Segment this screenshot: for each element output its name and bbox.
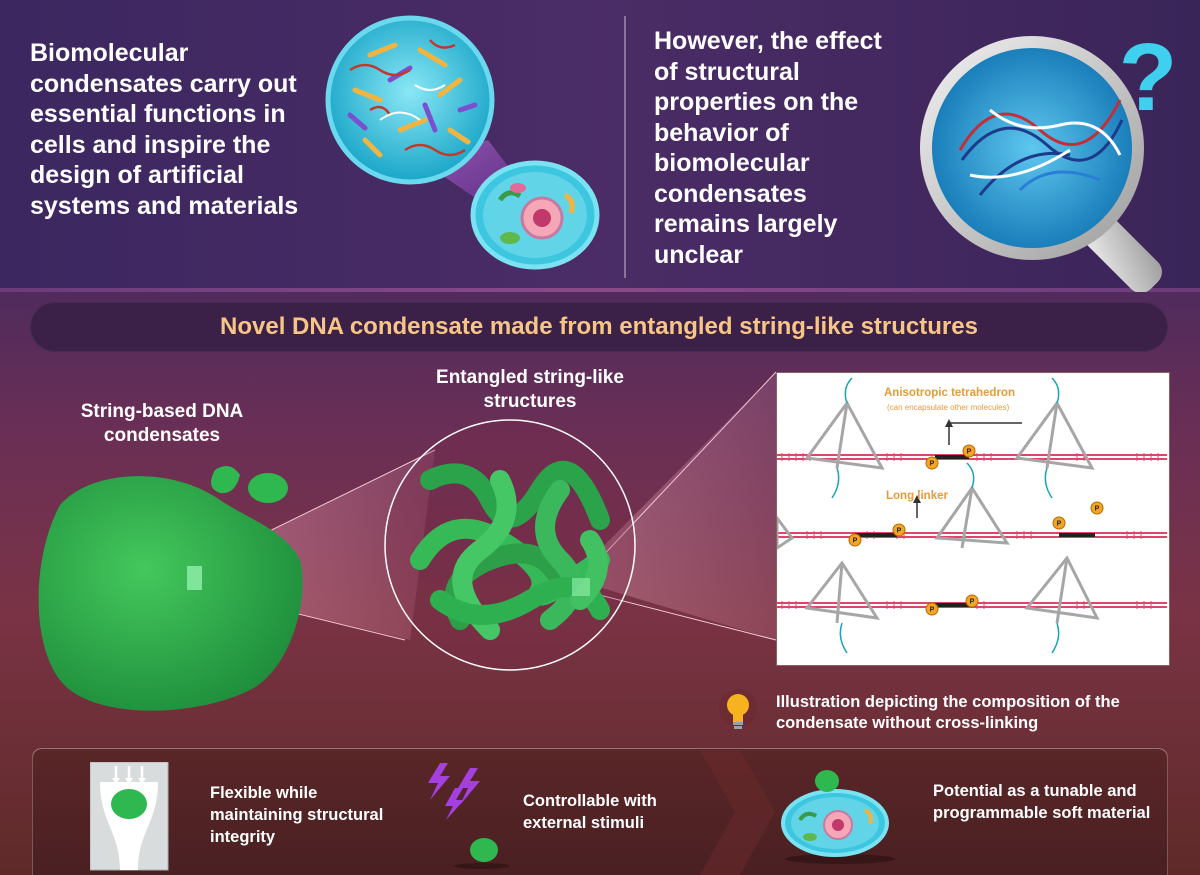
phosphate-label: P xyxy=(1095,506,1100,513)
phosphate-label: P xyxy=(967,449,972,456)
lightbulb-icon xyxy=(719,689,757,729)
condensate-zoom-illustration xyxy=(38,371,777,711)
headline-text: Novel DNA condensate made from entangled… xyxy=(220,313,978,340)
phosphate-label: P xyxy=(970,599,975,606)
lightning-bolt-icon xyxy=(428,763,510,869)
feature-controllable: Controllable with external stimuli xyxy=(523,792,657,832)
vertical-divider xyxy=(624,16,626,278)
flexible-channel-icon xyxy=(90,762,169,871)
linker-label: Long linker xyxy=(886,490,948,502)
feature-flexible: Flexible while maintaining structural in… xyxy=(210,784,384,846)
illustration-caption: Illustration depicting the composition o… xyxy=(776,693,1120,732)
entangled-label: Entangled string-like structures xyxy=(436,367,624,412)
phosphate-label: P xyxy=(897,528,902,535)
feature-potential: Potential as a tunable and programmable … xyxy=(933,782,1151,822)
dna-network-diagram: P P P P P P P P xyxy=(777,377,1167,654)
cell-zoom-illustration xyxy=(325,15,600,270)
phosphate-label: P xyxy=(853,538,858,545)
phosphate-label: P xyxy=(930,607,935,614)
intro-left-text: Biomolecular condensates carry out essen… xyxy=(30,39,299,220)
intro-right-text: However, the effect of structural proper… xyxy=(654,27,882,269)
magnifying-glass-illustration: ? xyxy=(920,24,1177,292)
separator-chevron-icon xyxy=(700,750,775,875)
cell-with-condensate-icon xyxy=(781,770,895,864)
condensates-label: String-based DNA condensates xyxy=(80,401,244,446)
phosphate-label: P xyxy=(930,461,935,468)
tetrahedron-label: Anisotropic tetrahedron xyxy=(884,387,1015,399)
headline-bar: Novel DNA condensate made from entangled… xyxy=(30,302,1168,352)
phosphate-label: P xyxy=(1057,521,1062,528)
features-bar xyxy=(32,748,1168,875)
tetrahedron-sublabel: (can encapsulate other molecules) xyxy=(887,403,1010,412)
dna-structure-panel xyxy=(776,372,1170,666)
